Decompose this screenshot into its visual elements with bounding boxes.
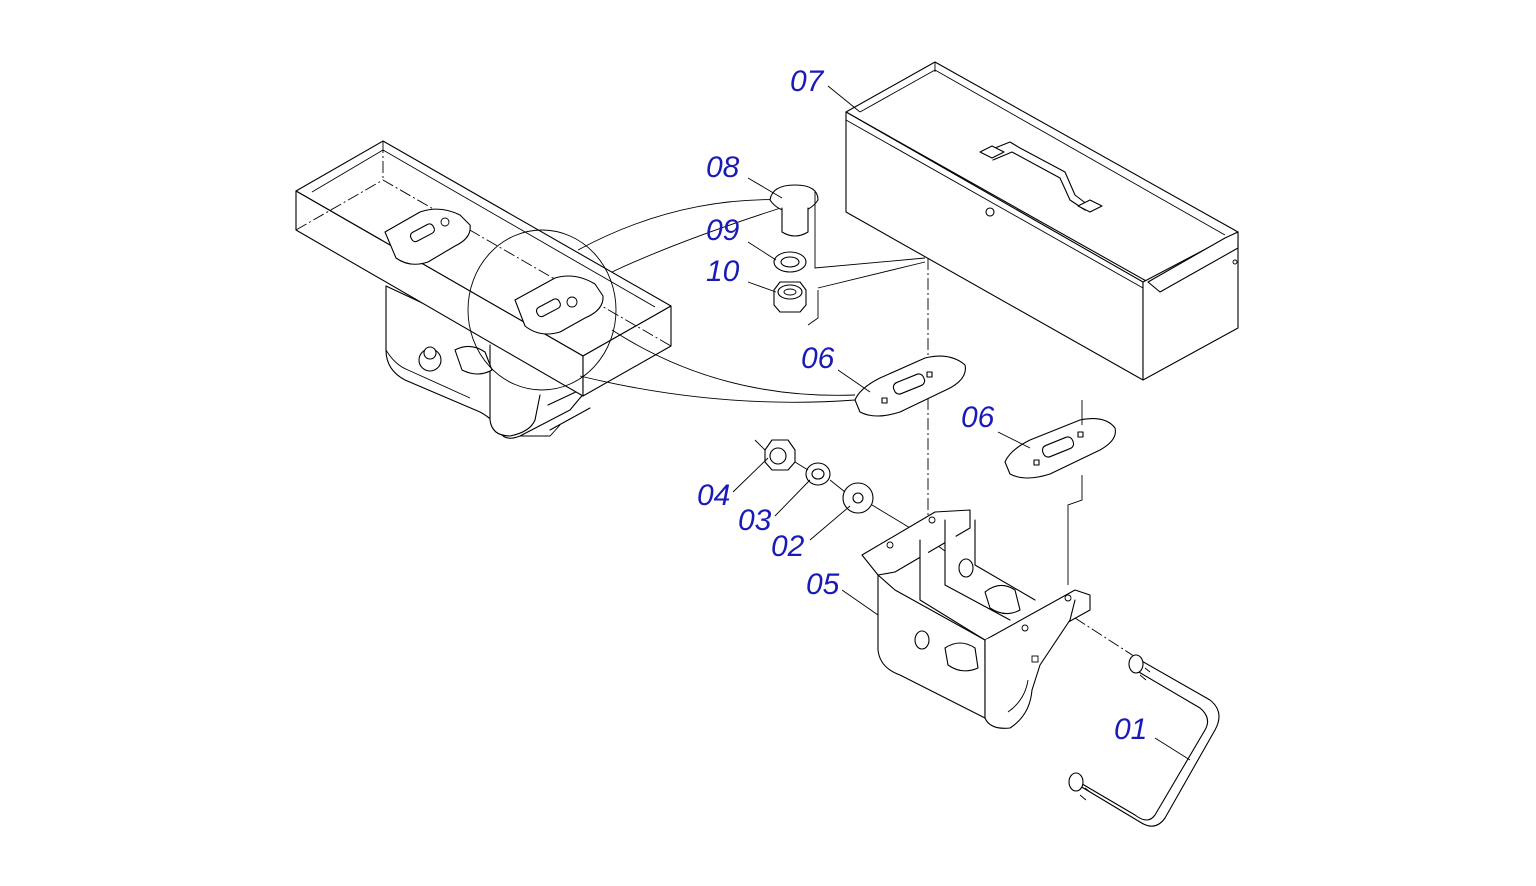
tool-box: [845, 61, 1239, 381]
mounting-plate-upper: [854, 355, 966, 417]
callout-06-upper: 06: [801, 342, 835, 375]
lock-washer-small: [805, 462, 831, 486]
callout-07: 07: [790, 65, 824, 98]
hex-nut-small: [764, 439, 796, 471]
callout-leaders: [732, 85, 1191, 761]
carriage-bolt: [769, 184, 819, 237]
callout-02: 02: [771, 530, 805, 563]
callout-03: 03: [738, 504, 772, 537]
callout-01: 01: [1114, 713, 1148, 746]
mounting-plate-lower: [1004, 418, 1116, 479]
callout-09: 09: [706, 214, 740, 247]
callout-10: 10: [706, 255, 740, 288]
callout-06-lower: 06: [961, 401, 995, 434]
hex-nut: [773, 281, 807, 313]
mounting-bracket: [861, 509, 1091, 729]
callout-04: 04: [697, 479, 731, 512]
u-bolt: [1068, 654, 1220, 827]
callout-08: 08: [706, 151, 740, 184]
callout-05: 05: [806, 568, 840, 601]
lock-washer: [773, 251, 807, 273]
flat-washer: [842, 482, 874, 514]
installed-assembly-view: [295, 140, 856, 439]
